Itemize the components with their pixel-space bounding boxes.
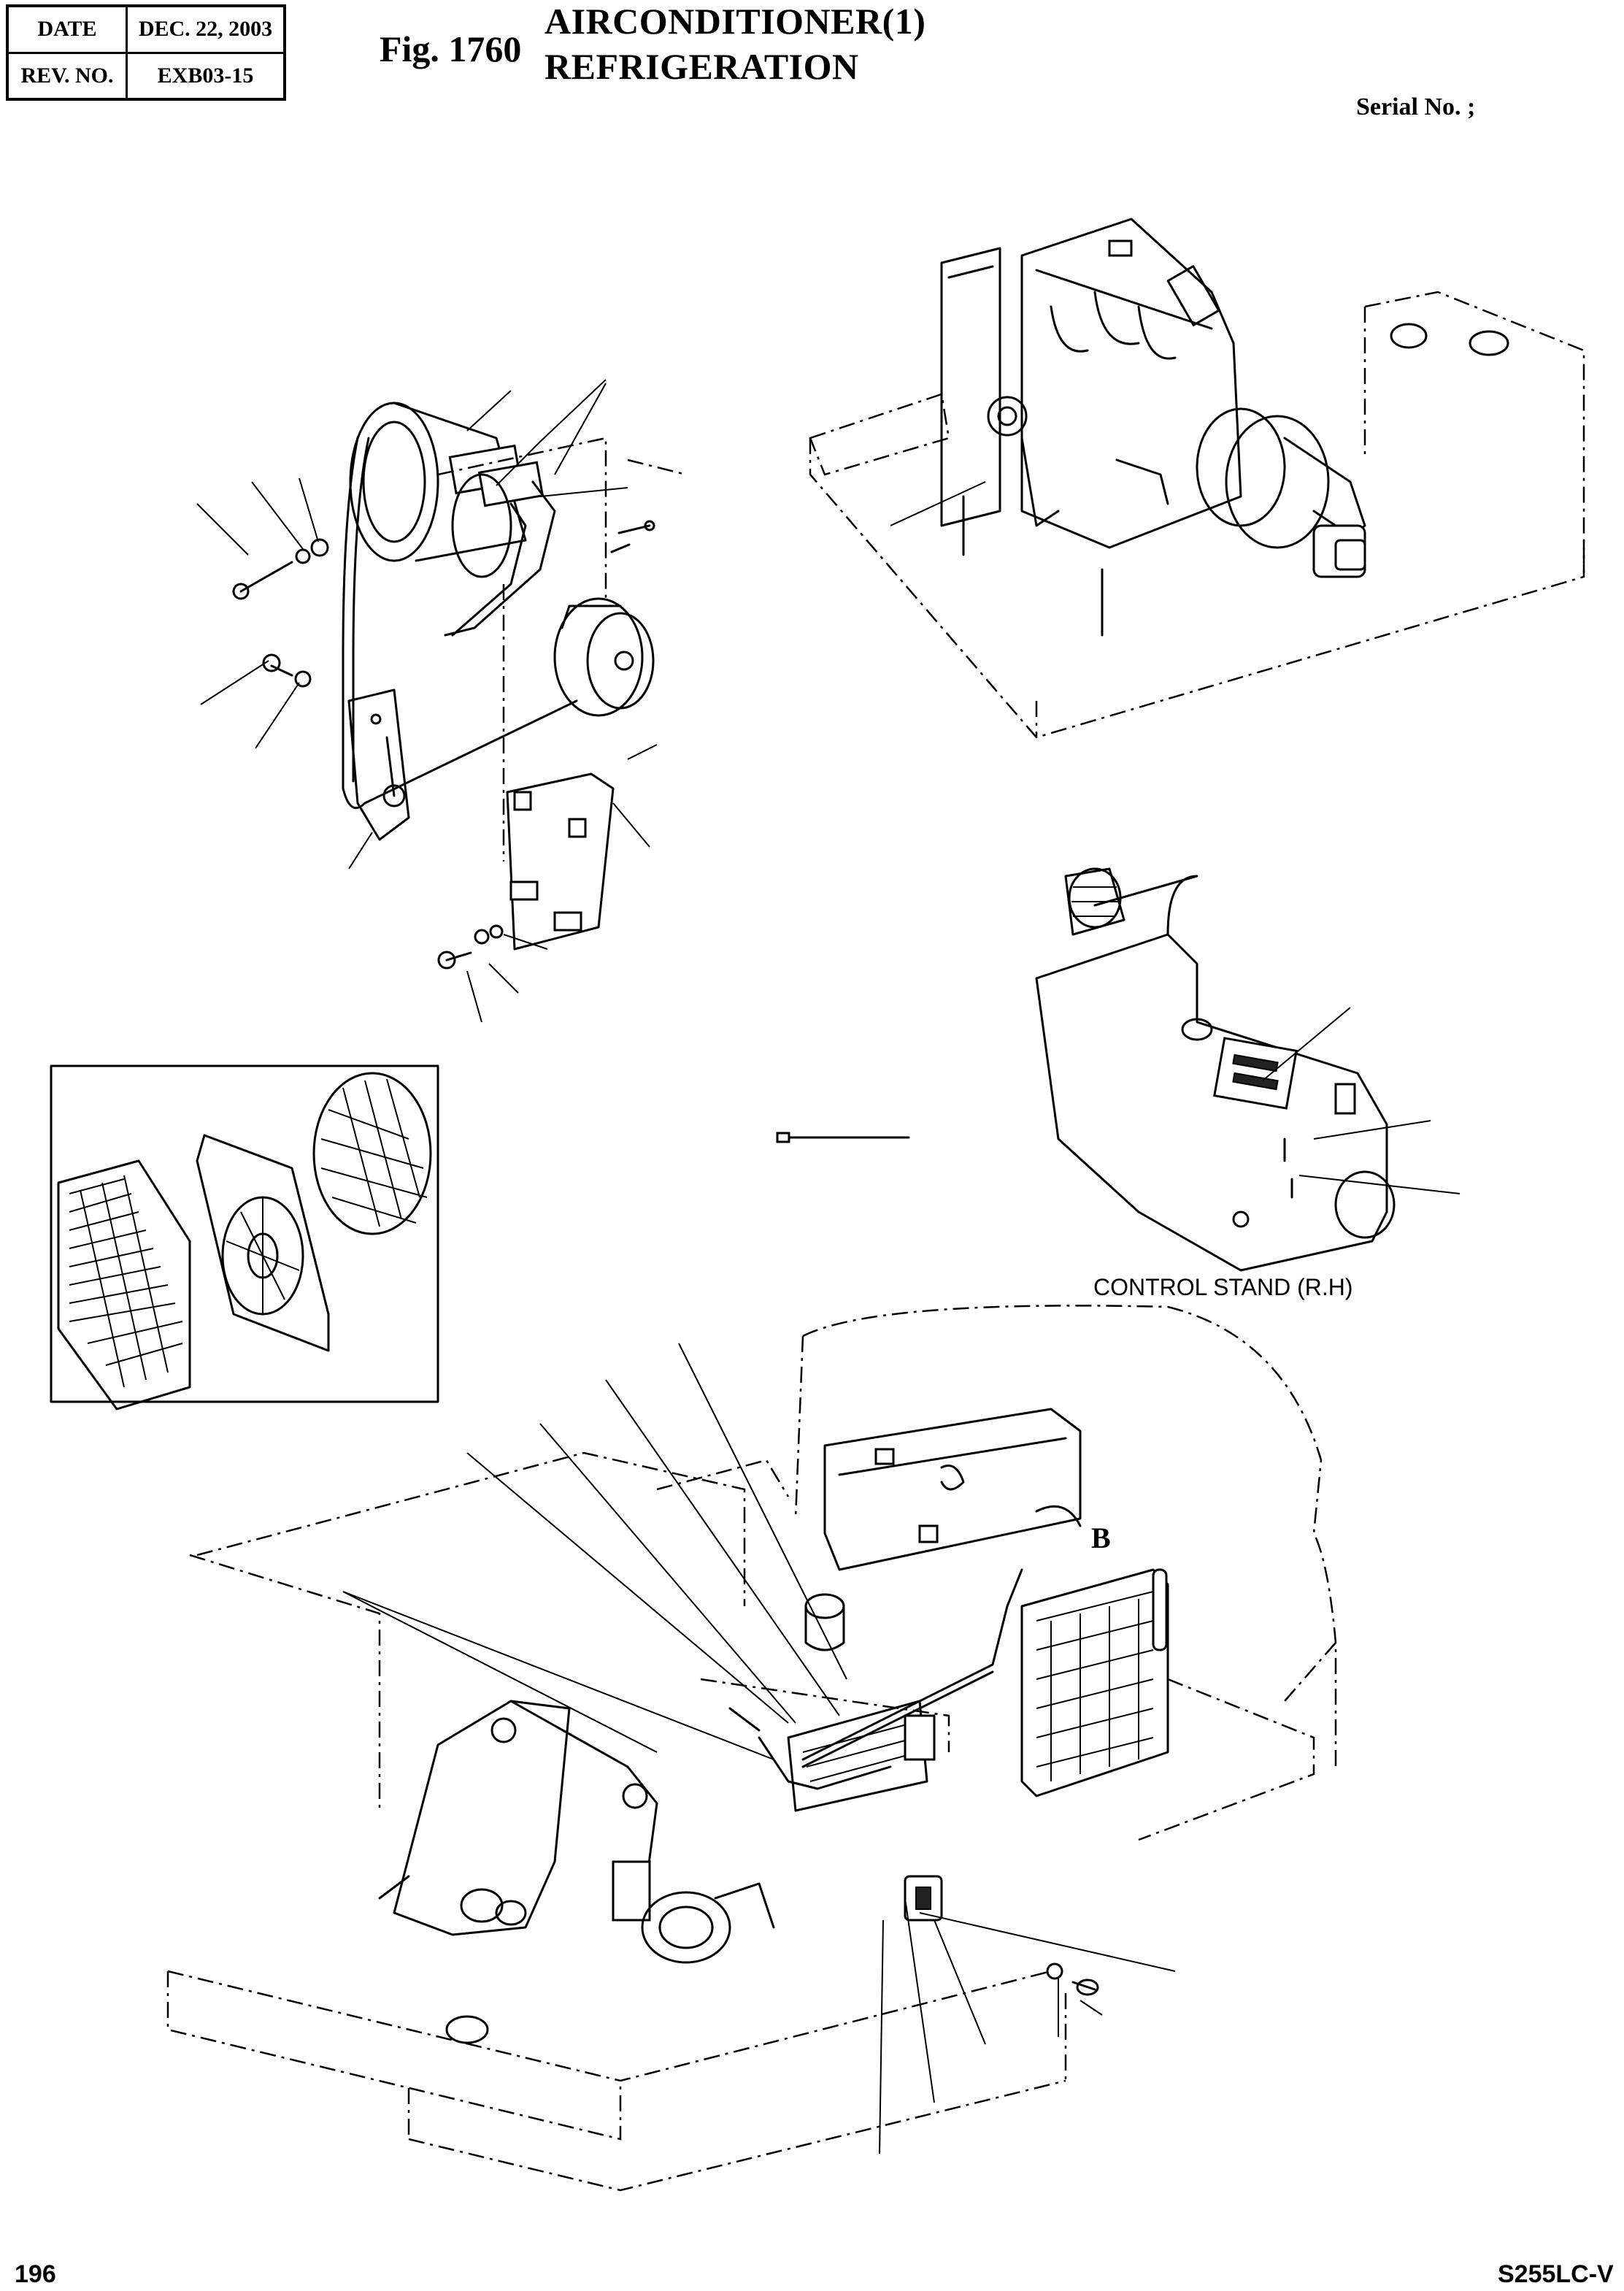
rev-value: EXB03-15 <box>126 51 286 101</box>
model-number: S255LC-V <box>1498 2260 1614 2288</box>
callout-b: B <box>1091 1521 1111 1554</box>
figure-number: Fig. 1760 <box>380 28 522 69</box>
condenser-fan-box <box>50 1064 439 1411</box>
tie-strap <box>776 1132 910 1143</box>
figure-title-line2: REFRIGERATION <box>544 46 859 87</box>
control-stand-caption: CONTROL STAND (R.H) <box>1093 1274 1353 1300</box>
engine-frame-view <box>809 218 1585 739</box>
compressor-belt-assembly <box>196 379 687 1023</box>
date-value: DEC. 22, 2003 <box>126 4 286 54</box>
figure-title-line1: AIRCONDITIONER(1) <box>544 1 926 42</box>
rev-label: REV. NO. <box>6 51 128 101</box>
control-stand-view <box>1035 867 1461 1272</box>
revision-table: DATE DEC. 22, 2003 REV. NO. EXB03-15 <box>6 4 286 101</box>
serial-number-label: Serial No. ; <box>1356 93 1476 120</box>
machine-frame-view: B <box>166 1305 1337 2192</box>
date-label: DATE <box>6 4 128 54</box>
page-number: 196 <box>15 2260 56 2288</box>
